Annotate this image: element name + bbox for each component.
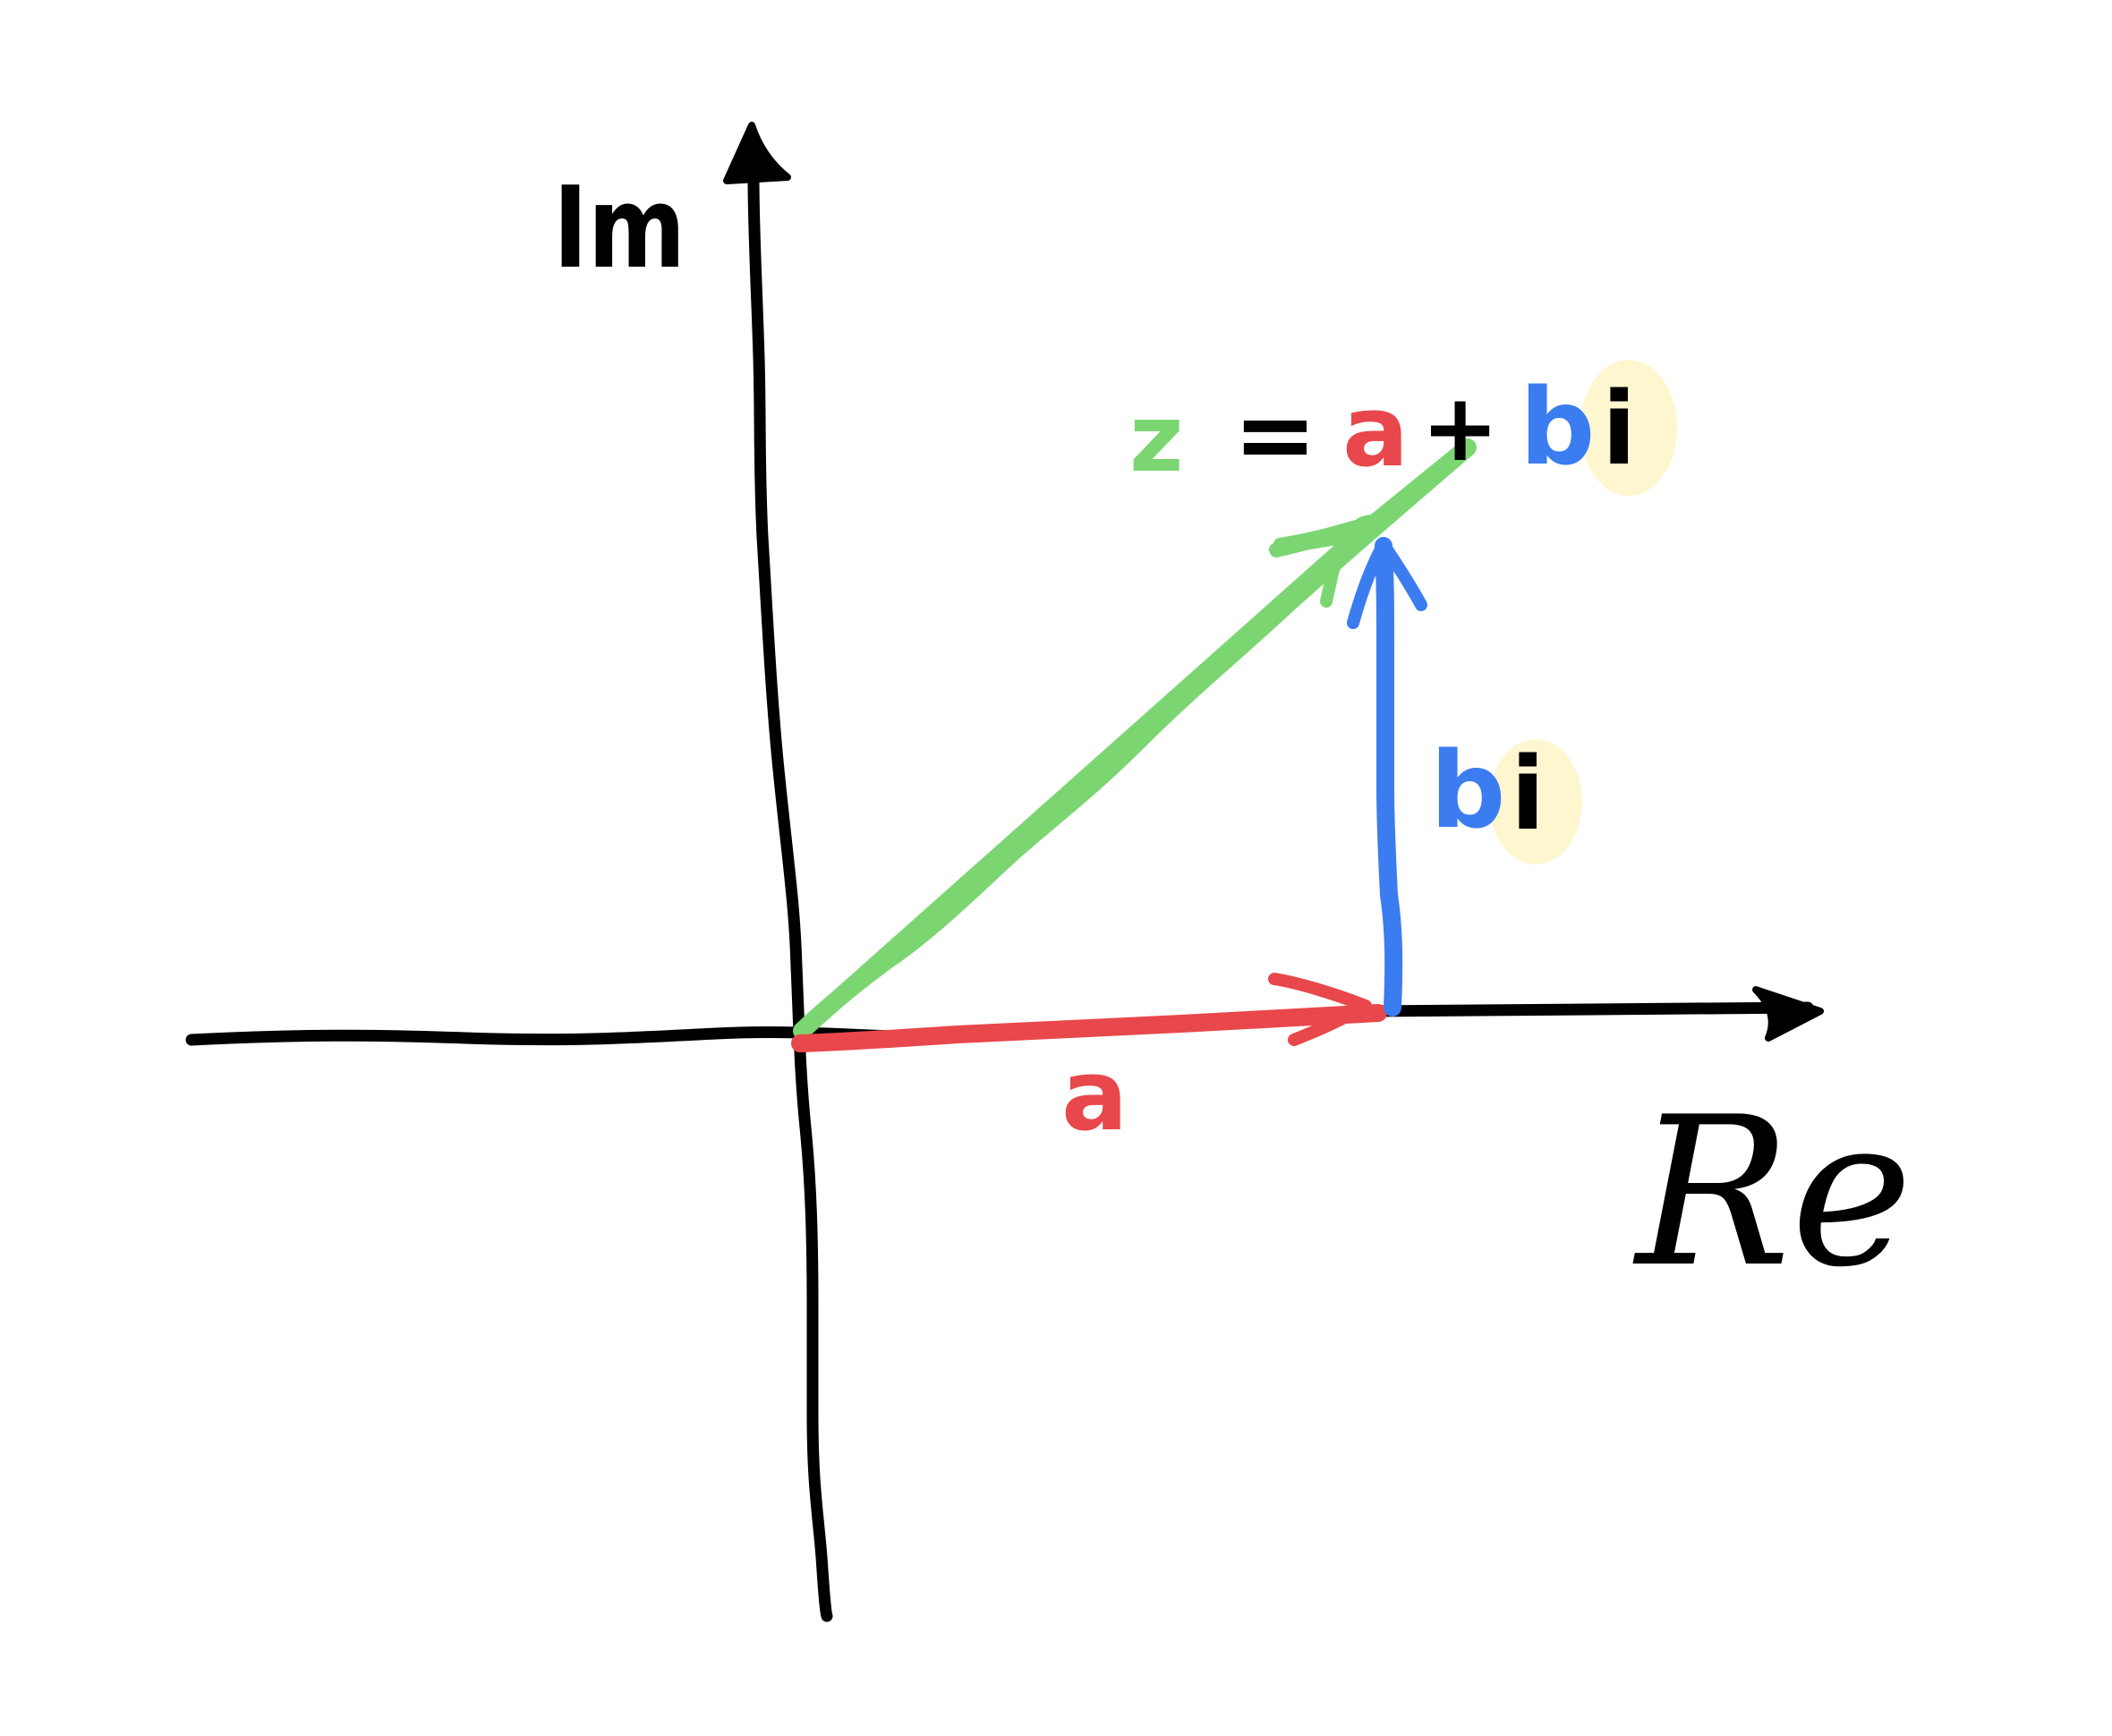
imaginary-part-label-i: i (1511, 736, 1545, 853)
real-axis-arrowhead (1752, 986, 1824, 1042)
imaginary-part-label: b i (1430, 728, 1582, 864)
equation: z = a + b i (1129, 360, 1677, 496)
i-highlight (1489, 739, 1582, 864)
equation-equals: = (1233, 377, 1317, 493)
equation-i: i (1602, 371, 1636, 488)
equation-plus: + (1421, 373, 1499, 482)
equation-i-highlight (1580, 360, 1677, 496)
complex-number-arrowhead (1270, 518, 1374, 608)
equation-b: b (1520, 365, 1595, 489)
real-part-label: a (1061, 1038, 1128, 1153)
real-part-vector (791, 973, 1387, 1052)
equation-a: a (1342, 374, 1409, 489)
imaginary-axis (723, 122, 833, 1622)
imaginary-part-arrowhead (1347, 538, 1427, 629)
imaginary-part-label-b: b (1430, 728, 1505, 852)
imaginary-part-vector (1347, 537, 1427, 1017)
real-part-arrowhead (1268, 973, 1372, 1046)
im-axis-label: Im (553, 162, 686, 294)
equation-z: z (1129, 384, 1184, 493)
re-axis-label: Re (1632, 1074, 1912, 1313)
complex-number-vector (793, 438, 1477, 1040)
imaginary-axis-arrowhead (723, 122, 791, 184)
